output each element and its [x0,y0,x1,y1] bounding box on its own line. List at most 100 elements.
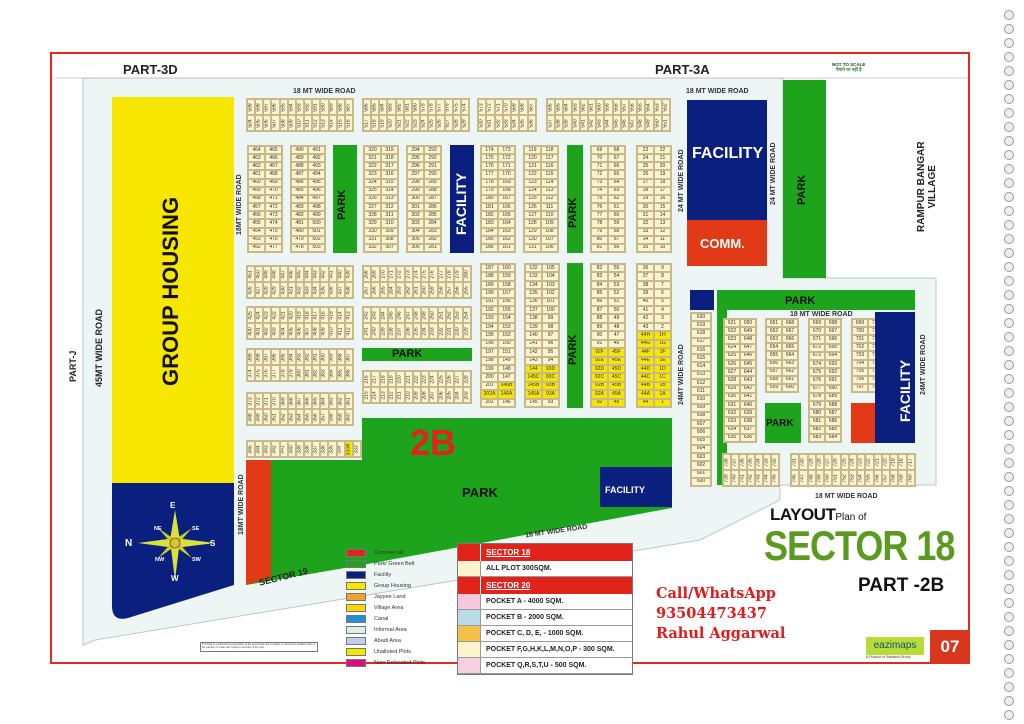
plot-cell: 92A [591,390,608,399]
plot-cell: 202A [481,390,498,399]
plot-cell: 223 [421,371,430,387]
not-to-scale-text: NOT TO SCALE [832,62,866,67]
plot-cell: 100 [542,306,559,315]
plot-cell: 448 [271,266,280,282]
plot-cell: 539 [563,115,572,131]
plot-cell: 59 [608,219,625,228]
plot-cell: 261 [412,282,422,298]
plot-size-row: ALL PLOT 300SQM. [458,561,632,577]
plot-cell: 535 [519,115,528,131]
facility-block-3-label: FACILITY [605,485,645,495]
plot-cell: 397 [263,349,272,365]
plot-cell: 602 [691,461,711,470]
plot-cell: 167 [498,194,515,204]
binder-ring [1004,388,1014,398]
plot-cell: 226 [446,371,455,387]
plot-cell: 536 [527,115,536,131]
plot-cell: 44G [637,339,654,349]
plot-cell: 531 [486,115,495,131]
plot-cell: 523 [411,115,421,131]
plot-cell: 116 [541,162,558,171]
plot-cell: 351 [271,409,280,425]
plot-size-label: POCKET Q,R,S,T,U - 500 SQM. [486,662,587,669]
binder-ring [1004,38,1014,48]
plot-cell: 365 [312,393,321,409]
plot-cell: 671 [809,335,825,344]
binder-ring [1004,150,1014,160]
plot-cell: 606 [691,428,711,437]
plot-cell: 635 [724,433,740,442]
plot-cell: 77 [591,211,608,220]
plot-cell: 396 [271,349,280,365]
plot-cell: 35 [637,243,654,252]
plot-cell: 363 [328,393,337,409]
plot-cell: 349 [255,409,264,425]
plot-cell: 722 [865,454,874,470]
plot-size-row: POCKET C, D, E, - 1000 SQM. [458,626,632,642]
plot-cell: 565 [555,99,564,115]
plot-cell: 541 [579,115,588,131]
plot-cell: 623 [724,335,740,344]
plot-cell: 699 [852,319,868,328]
plot-cell: 45F [608,348,625,357]
plot-cell: 666 [782,335,798,344]
plot-cell: 277 [437,266,447,282]
plot-cell: 757 [881,470,891,486]
binder-ring [1004,710,1014,720]
plot-cell: 276 [429,266,438,282]
plot-cell: 746 [791,470,800,486]
binder-ring [1004,94,1014,104]
plot-cell: 146 [498,398,515,407]
plot-cell: 453 [248,235,265,244]
plot-cell: 438 [344,282,353,298]
plot-cell: 1 [654,398,671,407]
plot-cell: 266 [371,282,380,298]
plot-cell: 203 [462,387,471,403]
plot-cell: 114 [541,178,558,187]
plot-cell: 504 [247,115,256,131]
plot-cell: 304 [407,227,424,236]
contact-phone[interactable]: 93504473437 [656,605,767,622]
plot-size-swatch [458,610,481,625]
plot-cell: 556 [628,99,638,115]
plot-cell: 58 [608,227,625,236]
binder-ring [1004,402,1014,412]
plot-cell: 341 [279,441,288,457]
plot-cell: 750 [824,470,833,486]
plot-cell: 501 [308,227,325,236]
plot-cell: 301 [407,203,424,212]
plot-cell: 102 [542,289,559,298]
part-3d-label: PART-3D [123,62,178,77]
plot-cell: 206 [437,387,447,403]
plot-cell: 403 [271,323,280,339]
plot-cell: 357 [320,409,329,425]
plot-cell: 696 [825,335,841,344]
plot-cell: 335 [328,441,337,457]
binder-ring [1004,122,1014,132]
plot-cell: 649 [740,327,756,336]
compass-rose-icon [138,510,215,580]
plot-cell: 621 [724,319,740,328]
plot-cell: 594 [287,99,296,115]
plot-cell: 74 [591,186,608,195]
plot-cell: 187 [481,264,498,273]
plot-cell: 236 [404,323,413,339]
plot-cell: 117 [541,154,558,163]
plot-cell: 384 [328,365,337,381]
plot-cell: 211 [396,387,405,403]
plot-cell: 88 [591,314,608,323]
plot-cell: 108 [541,227,558,236]
plot-cell: 475 [265,227,282,236]
legend-swatch [346,614,366,623]
plot-cell: 629 [724,384,740,393]
plot-cell: 243 [371,307,380,323]
plot-cell: 373 [247,393,256,409]
plot-cell: 406 [295,323,305,339]
plot-cell: 6 [654,289,671,298]
plot-cell: 584 [379,99,388,115]
plot-cell: 16 [654,194,671,204]
